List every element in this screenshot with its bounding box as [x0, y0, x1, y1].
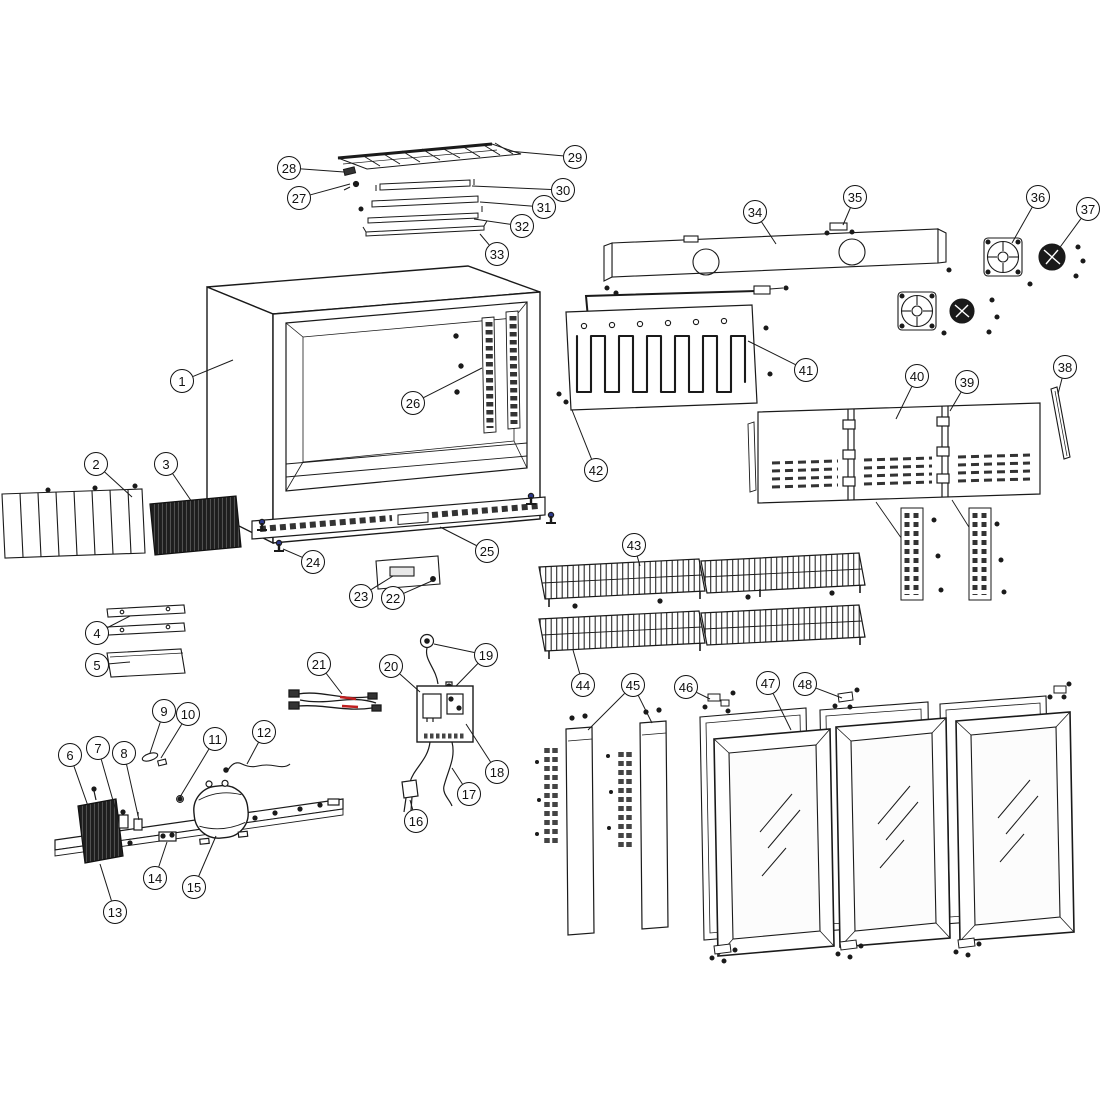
glass-door-1: [713, 728, 835, 957]
gasket-strip-2: [606, 752, 632, 848]
glass-shine-2: [877, 785, 919, 869]
gasket-strip-1: [535, 748, 558, 846]
bottom-hinge-3: [953, 937, 982, 958]
hinge-46: [702, 690, 736, 714]
lamp-holder-part: [342, 166, 360, 191]
top-rail-33: [362, 220, 488, 237]
cover-plate-5: [106, 648, 186, 678]
panel-clip-35: [824, 222, 855, 236]
hinge-top-right: [1047, 681, 1072, 700]
glass-shine-3: [997, 779, 1039, 863]
glass-door-2: [835, 717, 951, 948]
fan-motor-2: [949, 298, 975, 324]
bottom-hinge-1: [709, 943, 738, 964]
rear-top-panel: [603, 222, 952, 296]
glass-door-3: [955, 711, 1075, 942]
louver-strip-1: [900, 507, 944, 601]
side-trim-strip-38: [1050, 386, 1071, 460]
evaporator: [556, 285, 789, 411]
sensor-cable: [443, 741, 454, 807]
top-panel-assembly: [337, 142, 522, 237]
compressor-15: [193, 779, 249, 845]
mullion-2: [639, 707, 669, 930]
fan-assembly-1: [983, 237, 1086, 287]
glass-shine-1: [759, 793, 801, 877]
mounting-bracket-14: [158, 831, 177, 842]
wire-shelves: [538, 552, 866, 659]
control-box-assembly: [401, 633, 474, 813]
mounting-rails-4: [106, 604, 186, 636]
compressor-deck: [54, 779, 344, 864]
mullion-1: [565, 713, 595, 936]
wiring-harness-21: [288, 689, 382, 712]
power-cord: [409, 741, 431, 783]
rear-louver-panel: [747, 402, 1041, 543]
top-rail-32: [367, 212, 479, 224]
thermostat-parts: [141, 752, 291, 803]
bracket-screw-22: [430, 576, 436, 582]
hinge-48: [832, 687, 860, 710]
top-rail-30: [375, 179, 475, 191]
louver-strip-2: [968, 507, 1007, 601]
callout-leader-lines: [73, 150, 1082, 901]
kick-plate: [251, 492, 558, 553]
interior-vent-strips: [481, 310, 521, 434]
ribbed-panel-2: [1, 483, 146, 559]
bottom-hinge-2: [835, 939, 864, 960]
condenser-6: [77, 786, 124, 864]
top-rail-31: [371, 195, 483, 212]
fan-motor-1: [1038, 243, 1066, 271]
condenser-grid-3: [149, 495, 242, 556]
display-bracket-23: [375, 555, 441, 590]
relay-7: [118, 809, 129, 829]
fan-assembly-2: [897, 291, 1000, 336]
